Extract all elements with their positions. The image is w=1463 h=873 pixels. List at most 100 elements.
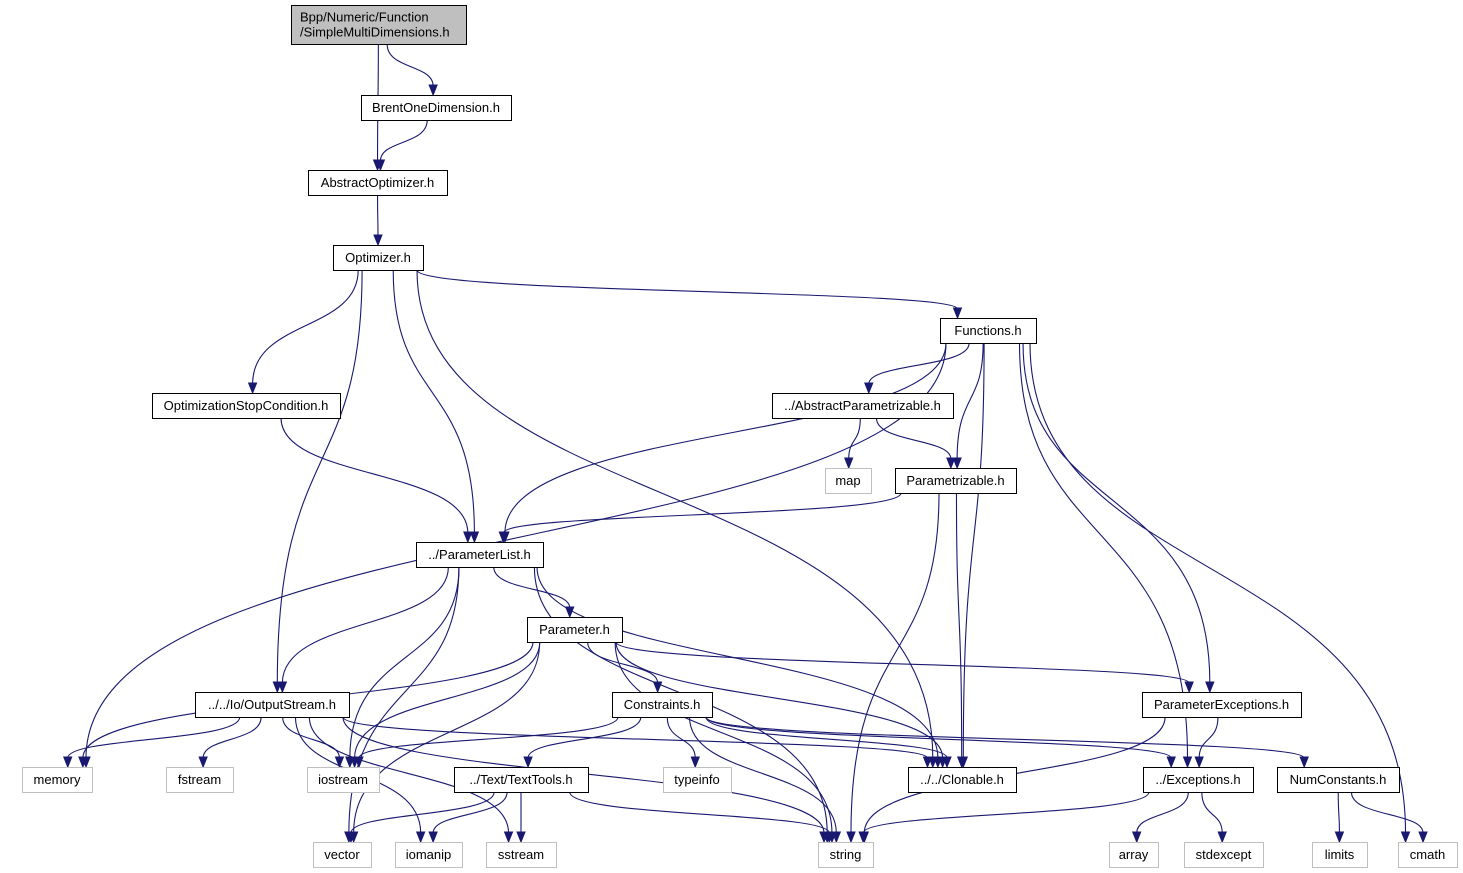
node-box bbox=[395, 842, 463, 868]
node-box bbox=[22, 767, 93, 793]
node-label: typeinfo bbox=[674, 772, 720, 787]
arrowhead-icon bbox=[1299, 756, 1309, 769]
node-limits: limits bbox=[1312, 842, 1368, 868]
edge-line bbox=[386, 43, 434, 87]
node-optstop[interactable]: OptimizationStopCondition.h bbox=[152, 393, 341, 419]
arrowhead-icon bbox=[846, 831, 856, 844]
arrowhead-icon bbox=[952, 457, 962, 470]
node-label: ParameterExceptions.h bbox=[1154, 697, 1289, 712]
arrowhead-icon bbox=[922, 756, 933, 769]
arrowhead-icon bbox=[415, 831, 426, 844]
node-box bbox=[307, 767, 380, 793]
edge-line bbox=[282, 716, 340, 759]
edge-line bbox=[202, 716, 262, 759]
node-brent[interactable]: BrentOneDimension.h bbox=[361, 95, 512, 121]
edge-exceptions-to-stdexcept bbox=[1201, 791, 1227, 844]
arrowhead-icon bbox=[198, 756, 208, 769]
node-functions[interactable]: Functions.h bbox=[940, 318, 1037, 344]
node-box bbox=[1109, 842, 1159, 868]
node-box bbox=[1142, 692, 1302, 718]
node-label: fstream bbox=[178, 772, 221, 787]
node-constraints[interactable]: Constraints.h bbox=[612, 692, 713, 718]
node-numconst[interactable]: NumConstants.h bbox=[1277, 767, 1400, 793]
node-box bbox=[612, 692, 713, 718]
node-exceptions[interactable]: ../Exceptions.h bbox=[1143, 767, 1254, 793]
edge-line bbox=[614, 641, 833, 834]
edge-line bbox=[1029, 342, 1407, 834]
node-parametrizable[interactable]: Parametrizable.h bbox=[895, 468, 1017, 494]
edge-outstream-to-iostream bbox=[282, 716, 345, 769]
node-label: map bbox=[835, 473, 860, 488]
edge-functions-to-exceptions bbox=[1018, 342, 1193, 769]
node-label: ../AbstractParametrizable.h bbox=[784, 398, 941, 413]
node-iostream: iostream bbox=[307, 767, 380, 793]
node-label: sstream bbox=[498, 847, 544, 862]
node-root[interactable]: Bpp/Numeric/Function/SimpleMultiDimensio… bbox=[291, 5, 467, 45]
node-box bbox=[361, 95, 512, 121]
node-box bbox=[152, 393, 341, 419]
node-string: string bbox=[818, 842, 874, 868]
arrowhead-icon bbox=[1182, 756, 1193, 769]
arrowhead-icon bbox=[428, 831, 438, 844]
edge-functions-to-absparam bbox=[864, 342, 970, 395]
node-box bbox=[1184, 842, 1264, 868]
edge-line bbox=[1022, 342, 1211, 684]
node-label: stdexcept bbox=[1196, 847, 1252, 862]
arrowhead-icon bbox=[1194, 756, 1204, 769]
edge-line bbox=[527, 716, 642, 759]
arrowhead-icon bbox=[1418, 831, 1428, 844]
arrowhead-icon bbox=[1184, 681, 1194, 694]
arrowhead-icon bbox=[1217, 831, 1227, 844]
edge-brent-to-absopt bbox=[375, 119, 428, 172]
node-absopt[interactable]: AbstractOptimizer.h bbox=[308, 170, 448, 196]
edge-constraints-to-iostream bbox=[354, 716, 619, 769]
edge-line bbox=[358, 716, 619, 759]
node-label: Optimizer.h bbox=[345, 250, 411, 265]
node-label: string bbox=[830, 847, 862, 862]
node-box bbox=[1312, 842, 1368, 868]
edge-constraints-to-typeinfo bbox=[666, 716, 700, 769]
node-array: array bbox=[1109, 842, 1159, 868]
node-paramlist[interactable]: ../ParameterList.h bbox=[416, 542, 544, 568]
arrowhead-icon bbox=[1166, 756, 1176, 769]
node-label: iomanip bbox=[406, 847, 452, 862]
node-sstream: sstream bbox=[486, 842, 557, 868]
node-texttools[interactable]: ../Text/TextTools.h bbox=[454, 767, 589, 793]
node-label: ../../Io/OutputStream.h bbox=[208, 697, 336, 712]
edge-line bbox=[956, 342, 984, 460]
edge-line bbox=[504, 342, 947, 534]
node-label: ../Text/TextTools.h bbox=[469, 772, 572, 787]
node-label: Parametrizable.h bbox=[906, 473, 1004, 488]
node-label: vector bbox=[324, 847, 360, 862]
node-clonable[interactable]: ../../Clonable.h bbox=[908, 767, 1017, 793]
edge-parametrizable-to-clonable bbox=[955, 492, 967, 769]
node-absparam[interactable]: ../AbstractParametrizable.h bbox=[772, 393, 954, 419]
node-label: memory bbox=[34, 772, 81, 787]
edge-line bbox=[354, 641, 541, 759]
node-box bbox=[1398, 842, 1458, 868]
edge-functions-to-paramexc bbox=[1022, 342, 1215, 694]
edge-texttools-to-vector bbox=[346, 791, 495, 844]
node-optimizer[interactable]: Optimizer.h bbox=[333, 245, 424, 271]
node-label: Functions.h bbox=[954, 323, 1021, 338]
arrowhead-icon bbox=[831, 831, 842, 844]
edge-line bbox=[862, 791, 1150, 834]
arrowhead-icon bbox=[843, 457, 854, 470]
edge-line bbox=[1198, 716, 1219, 759]
arrowhead-icon bbox=[469, 531, 480, 544]
arrowhead-icon bbox=[1205, 681, 1215, 694]
edge-line bbox=[67, 716, 241, 759]
edge-line bbox=[252, 269, 359, 385]
edge-parametrizable-to-string bbox=[846, 492, 940, 844]
node-paramexc[interactable]: ParameterExceptions.h bbox=[1142, 692, 1302, 718]
edge-functions-to-parametrizable bbox=[952, 342, 984, 470]
edge-line bbox=[868, 342, 970, 385]
node-label: /SimpleMultiDimensions.h bbox=[300, 25, 450, 40]
edge-line bbox=[536, 566, 939, 759]
edge-line bbox=[1136, 791, 1189, 834]
node-parameter[interactable]: Parameter.h bbox=[527, 617, 623, 643]
node-outstream[interactable]: ../../Io/OutputStream.h bbox=[195, 692, 350, 718]
node-label: cmath bbox=[1410, 847, 1445, 862]
node-label: Parameter.h bbox=[539, 622, 610, 637]
edge-exceptions-to-string bbox=[858, 791, 1150, 844]
